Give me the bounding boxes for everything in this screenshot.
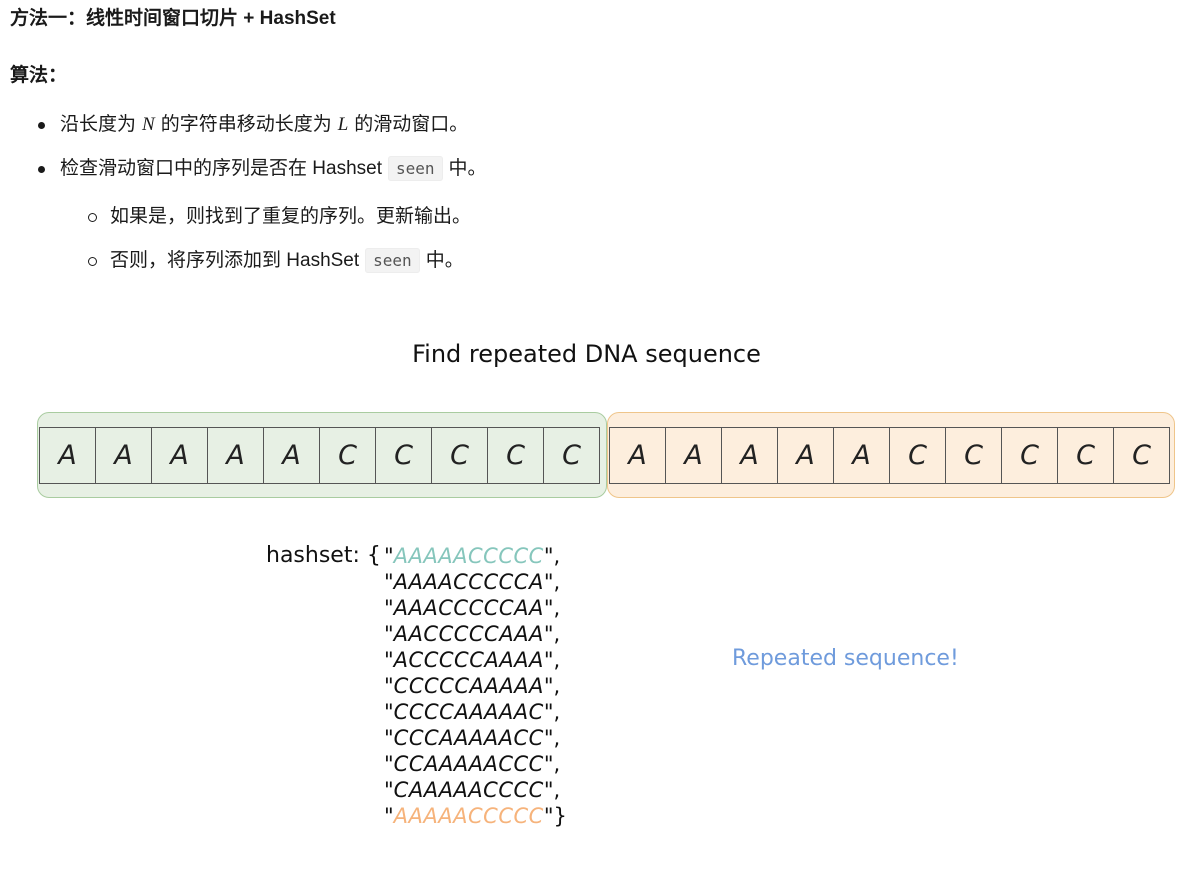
hashset-seq: CCCCAAAAAC bbox=[393, 700, 544, 724]
dna-cell: A bbox=[721, 427, 778, 484]
hashset-seq: CCCAAAAACC bbox=[393, 726, 544, 750]
hashset-seq: AAAAACCCCC bbox=[393, 804, 544, 828]
hashset-entry: "CCAAAAACCC", bbox=[384, 752, 561, 776]
step2-text-post: 中。 bbox=[448, 158, 487, 179]
dna-cell: A bbox=[833, 427, 890, 484]
hashset-seq: AAACCCCCAA bbox=[393, 596, 544, 620]
dna-cell: C bbox=[543, 427, 600, 484]
code-seen: seen bbox=[365, 248, 420, 273]
hashset-seq: CCCCCAAAAA bbox=[393, 674, 544, 698]
dna-cell: C bbox=[1113, 427, 1170, 484]
dna-cell: A bbox=[95, 427, 152, 484]
hashset-entry: "CCCCAAAAAC", bbox=[384, 700, 561, 724]
substep2-text-pre: 否则，将序列添加到 HashSet bbox=[110, 250, 360, 271]
algorithm-heading: 算法： bbox=[10, 65, 68, 86]
hashset-entry: "AAAAACCCCC", bbox=[384, 544, 561, 568]
substep2-text-post: 中。 bbox=[425, 250, 464, 271]
dna-cell: A bbox=[263, 427, 320, 484]
hashset-entry: "CCCCCAAAAA", bbox=[384, 674, 561, 698]
hashset-seq: AAAACCCCCA bbox=[393, 570, 544, 594]
hashset-entry: "AAAACCCCCA", bbox=[384, 570, 561, 594]
hashset-entry-repeated: "AAAAACCCCC"} bbox=[384, 804, 567, 828]
step2-text-pre: 检查滑动窗口中的序列是否在 Hashset bbox=[60, 158, 382, 179]
hashset-seq: AACCCCCAAA bbox=[393, 622, 544, 646]
hashset-label: hashset: { bbox=[266, 543, 381, 568]
step1-text-pre: 沿长度为 bbox=[60, 114, 137, 135]
dna-cell: C bbox=[487, 427, 544, 484]
dna-cell: C bbox=[1001, 427, 1058, 484]
dna-cell: A bbox=[609, 427, 666, 484]
dna-cell: C bbox=[1057, 427, 1114, 484]
dna-cell: C bbox=[431, 427, 488, 484]
dna-cell: C bbox=[889, 427, 946, 484]
hashset-seq: CCAAAAACCC bbox=[393, 752, 544, 776]
dna-cell: A bbox=[665, 427, 722, 484]
hashset-entry: "AACCCCCAAA", bbox=[384, 622, 561, 646]
substep1-text: 如果是，则找到了重复的序列。更新输出。 bbox=[110, 206, 472, 227]
dna-cell: A bbox=[207, 427, 264, 484]
first-window-cells: A A A A A C C C C C bbox=[39, 427, 600, 484]
code-seen: seen bbox=[387, 156, 443, 181]
var-n: N bbox=[142, 114, 155, 135]
hashset-list: "AAAAACCCCC", "AAAACCCCCA", "AAACCCCCAA"… bbox=[384, 543, 567, 829]
dna-cell: A bbox=[151, 427, 208, 484]
hashset-seq: AAAAACCCCC bbox=[393, 544, 544, 568]
dna-cell: A bbox=[777, 427, 834, 484]
hashset-seq: ACCCCCAAAA bbox=[393, 648, 544, 672]
dna-cell: C bbox=[375, 427, 432, 484]
dna-cell: C bbox=[319, 427, 376, 484]
hashset-entry: "CCCAAAAACC", bbox=[384, 726, 561, 750]
step1-text-post: 的滑动窗口。 bbox=[354, 114, 469, 135]
dna-cell: C bbox=[945, 427, 1002, 484]
var-l: L bbox=[337, 114, 349, 135]
hashset-entry: "CAAAAACCCC", bbox=[384, 778, 561, 802]
hashset-seq: CAAAAACCCC bbox=[393, 778, 544, 802]
section-heading: 方法一：线性时间窗口切片 + HashSet bbox=[10, 8, 336, 29]
hashset-entry: "AAACCCCCAA", bbox=[384, 596, 561, 620]
step1-text-mid: 的字符串移动长度为 bbox=[160, 114, 332, 135]
substep-found: 如果是，则找到了重复的序列。更新输出。 bbox=[88, 204, 471, 248]
diagram-title: Find repeated DNA sequence bbox=[412, 340, 761, 368]
hashset-entry: "ACCCCCAAAA", bbox=[384, 648, 561, 672]
second-window-cells: A A A A A C C C C C bbox=[609, 427, 1170, 484]
repeated-sequence-note: Repeated sequence! bbox=[732, 646, 959, 671]
dna-cell: A bbox=[39, 427, 96, 484]
